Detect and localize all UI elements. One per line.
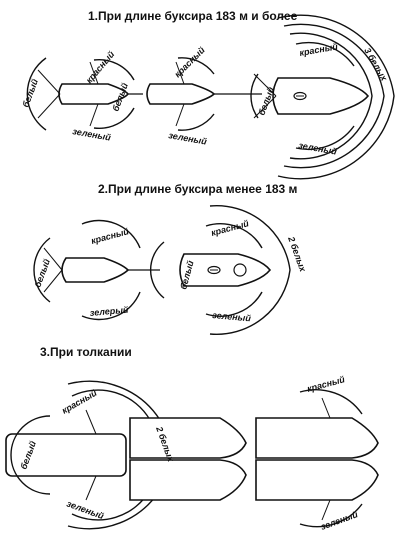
label-red-2a: красный [90, 226, 130, 246]
section-3-barges [129, 389, 379, 528]
section-2-heading: 2.При длине буксира менее 183 м [98, 182, 298, 196]
label-green-2a: зелерый [89, 305, 129, 318]
section-3-pusher [5, 380, 161, 530]
label-green-1a: зеленый [72, 126, 112, 143]
label-red-3a: красный [60, 387, 99, 415]
label-red-1b: красный [172, 45, 207, 80]
section-1-towed-vessel-1 [26, 57, 135, 131]
label-green-3a: зеленый [65, 498, 105, 521]
label-green-1b: зеленый [168, 130, 208, 147]
section-1-towed-vessel-2 [146, 57, 216, 131]
section-2-towing-vessel [150, 205, 291, 335]
section-3-heading: 3.При толкании [40, 345, 132, 359]
label-green-1c: зеленый [298, 140, 338, 157]
label-red-1c: красный [299, 41, 339, 58]
label-green-2b: зеленый [212, 310, 252, 323]
label-red-1a: красный [84, 49, 117, 85]
section-2-towed-vessel [33, 219, 141, 321]
label-red-2b: красный [210, 218, 250, 238]
section-1-heading: 1.При длине буксира 183 м и более [88, 9, 298, 23]
section-1-towing-vessel [250, 14, 395, 180]
label-white-1a: белый [20, 77, 40, 109]
